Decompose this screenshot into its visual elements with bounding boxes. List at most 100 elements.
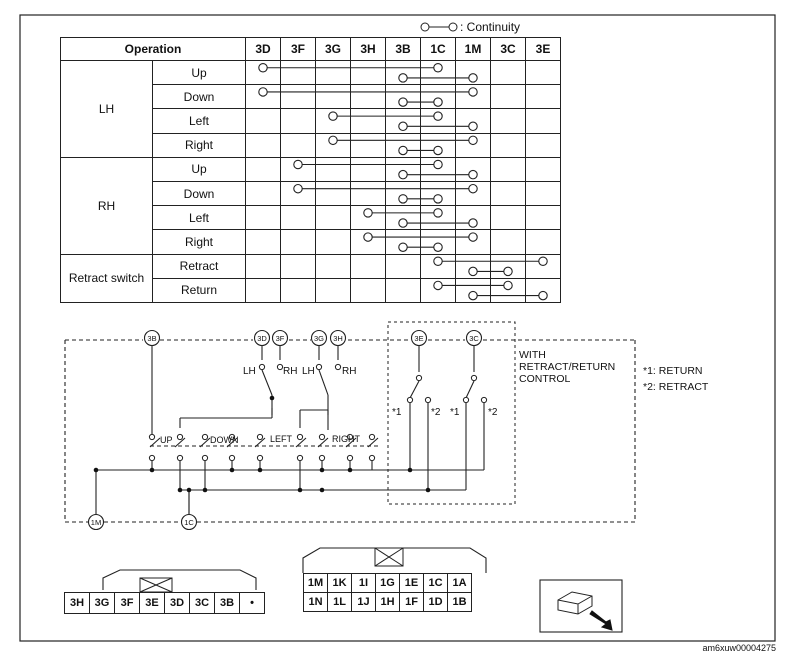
operation-label: Left <box>152 108 246 134</box>
connector-pin: 3H <box>64 592 90 614</box>
switch-label-down: DOWN <box>210 435 239 445</box>
terminal-3G <box>310 329 328 347</box>
switch-contact <box>256 433 264 441</box>
switch-contact <box>415 374 423 382</box>
switch-contact <box>462 396 470 404</box>
operation-label: Down <box>152 180 246 207</box>
connector-pin: 3D <box>164 592 190 614</box>
switch-contact <box>424 396 432 404</box>
terminal-1M <box>87 513 105 531</box>
header-pin-3H: 3H <box>350 37 386 61</box>
continuity-symbol <box>420 22 458 32</box>
junction-dot <box>257 467 263 473</box>
terminal-label: 3D <box>257 334 267 343</box>
with-control-text: RETRACT/RETURN <box>519 361 615 373</box>
terminal-label: 3F <box>276 334 285 343</box>
operation-label: Up <box>152 156 246 182</box>
junction-dot <box>425 487 431 493</box>
rh-label-1: RH <box>283 366 297 377</box>
terminal-1C <box>180 513 198 531</box>
switch-contact <box>318 454 326 462</box>
header-pin-3F: 3F <box>280 37 316 61</box>
switch-contact <box>315 363 323 371</box>
connector-pin: 1H <box>375 592 400 612</box>
switch-contact <box>201 433 209 441</box>
connector-pin: 1A <box>447 573 472 593</box>
operation-label: Retract <box>152 253 246 279</box>
junction-dot <box>347 467 353 473</box>
junction-dot <box>202 487 208 493</box>
switch-contact <box>201 454 209 462</box>
operation-label: Return <box>152 277 246 303</box>
switch-contact <box>480 396 488 404</box>
header-pin-3B: 3B <box>385 37 421 61</box>
terminal-3B <box>143 329 161 347</box>
note-mark: *1 <box>450 407 460 418</box>
terminal-3C <box>465 329 483 347</box>
terminal-3F <box>271 329 289 347</box>
connector-pin: 3F <box>114 592 140 614</box>
wire <box>318 369 329 396</box>
switch-label-right: RIGHT <box>332 434 361 444</box>
note-mark: *2 <box>431 407 441 418</box>
with-control-text: CONTROL <box>519 373 570 385</box>
table-row: Left <box>61 108 561 134</box>
lock-tab <box>374 547 404 567</box>
connector-pin: 3B <box>214 592 240 614</box>
connector-pin: 1N <box>303 592 328 612</box>
header-operation: Operation <box>60 37 246 61</box>
footnote: *1: RETURN <box>643 365 703 377</box>
header-pin-1M: 1M <box>455 37 491 61</box>
lh-label-1: LH <box>243 366 256 377</box>
legend: : Continuity <box>420 20 520 34</box>
header-pin-3G: 3G <box>315 37 351 61</box>
arrow-icon <box>589 610 613 631</box>
connector-pin: 1E <box>399 573 424 593</box>
junction-dot <box>319 467 325 473</box>
junction-dot <box>269 395 275 401</box>
switch-contact <box>148 454 156 462</box>
connector-pin: 1G <box>375 573 400 593</box>
wire <box>174 437 186 448</box>
connector-pin: 1K <box>327 573 352 593</box>
junction-dot <box>93 467 99 473</box>
table-row: Return <box>61 277 561 303</box>
switch-contact <box>470 374 478 382</box>
connector-b-outline <box>302 547 487 573</box>
header-pin-3C: 3C <box>490 37 526 61</box>
operation-label: Down <box>152 84 246 110</box>
wire <box>261 369 273 396</box>
switch-contact <box>318 433 326 441</box>
switch-contact <box>346 433 354 441</box>
junction-dot <box>407 467 413 473</box>
terminal-label: 3G <box>314 334 324 343</box>
connector-pin: 3E <box>139 592 165 614</box>
header-pin-3D: 3D <box>245 37 281 61</box>
terminal-3H <box>329 329 347 347</box>
terminal-label: 3C <box>469 334 479 343</box>
note-mark: *1 <box>392 407 402 418</box>
switch-label-left: LEFT <box>270 434 293 444</box>
connector-pin: 3G <box>89 592 115 614</box>
switch-contact <box>258 363 266 371</box>
switch-contact <box>176 433 184 441</box>
connector-pin: • <box>239 592 265 614</box>
switch-contact <box>228 433 236 441</box>
connector-pin: 1J <box>351 592 376 612</box>
header-pin-3E: 3E <box>525 37 561 61</box>
connector-pin: 1D <box>423 592 448 612</box>
operation-label: Right <box>152 229 246 255</box>
switch-contact <box>296 454 304 462</box>
junction-dot <box>229 467 235 473</box>
connector-view-icon <box>539 579 623 633</box>
switch-contact <box>406 396 414 404</box>
switch-contact <box>228 454 236 462</box>
switch-contact <box>276 363 284 371</box>
switch-contact <box>256 454 264 462</box>
terminal-label: 3E <box>414 334 423 343</box>
terminal-label: 3H <box>333 334 343 343</box>
